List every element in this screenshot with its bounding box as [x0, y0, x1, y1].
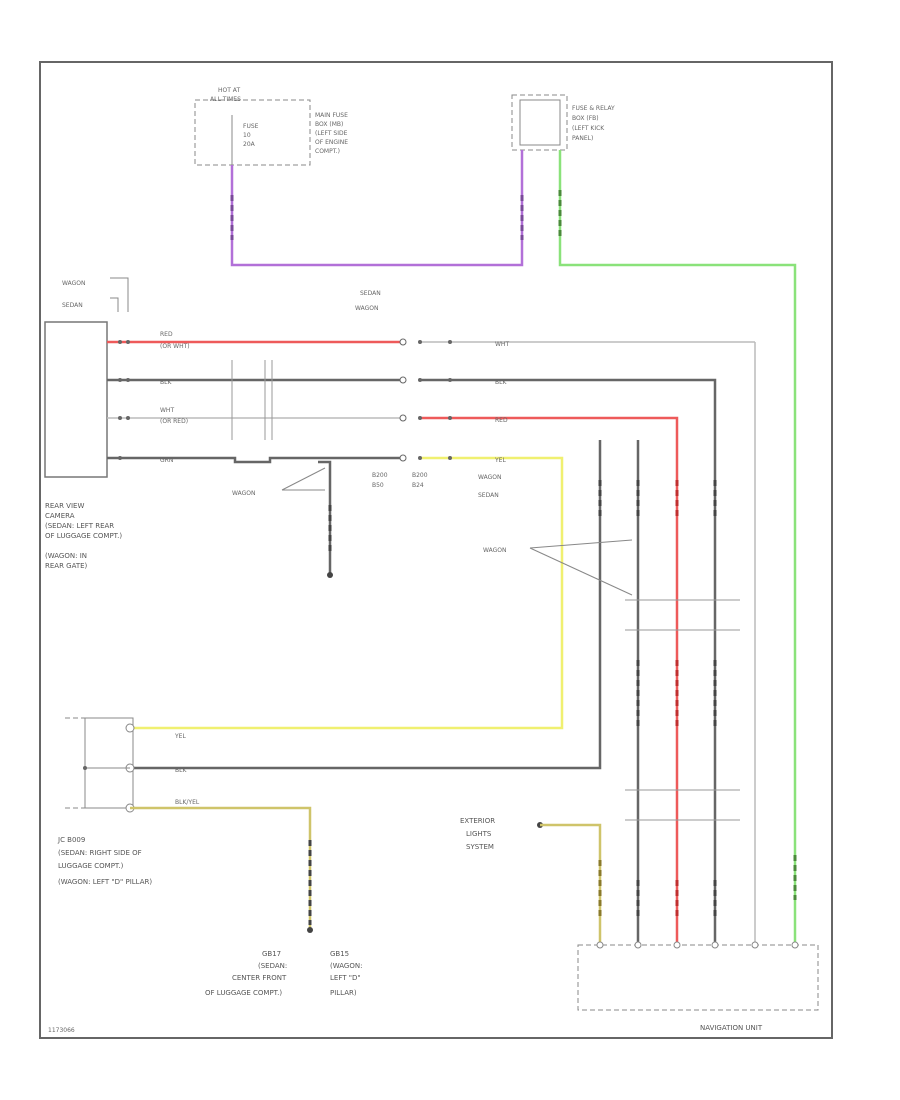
label-blk2: BLK	[175, 767, 187, 774]
camera-label-5: (WAGON: IN	[45, 552, 87, 560]
label-main-fuse-2: BOX (MB)	[315, 121, 343, 128]
jc-label-4: (WAGON: LEFT "D" PILLAR)	[58, 878, 152, 886]
label-wagon-mid: WAGON	[232, 490, 255, 497]
label-wht-r: WHT	[495, 341, 509, 348]
label-blk: BLK	[160, 379, 172, 386]
label-main-fuse-3: (LEFT SIDE	[315, 130, 348, 137]
g2-label-2: (WAGON:	[330, 962, 362, 970]
nav-pins	[596, 941, 799, 949]
label-red: RED	[160, 331, 173, 338]
label-blk-yel: BLK/YEL	[175, 799, 200, 806]
ext-label-1: EXTERIOR	[460, 817, 495, 825]
jc-label-2: (SEDAN: RIGHT SIDE OF	[58, 849, 142, 857]
label-yel-r: YEL	[494, 457, 506, 464]
g1-label-4: OF LUGGAGE COMPT.)	[205, 989, 282, 997]
label-conn-4: B24	[412, 482, 424, 489]
diagram-border	[39, 61, 833, 1039]
g1-label-3: CENTER FRONT	[232, 974, 287, 982]
main-fuse-box	[194, 99, 311, 166]
ext-label-2: LIGHTS	[466, 830, 492, 838]
label-relay-2: BOX (FB)	[572, 115, 599, 122]
connector-markers	[118, 338, 452, 462]
rear-view-camera-box	[44, 321, 108, 478]
ext-label-3: SYSTEM	[466, 843, 494, 851]
camera-label-1: REAR VIEW	[45, 502, 84, 510]
label-main-fuse-4: OF ENGINE	[315, 139, 348, 146]
wire-blk-yel	[130, 806, 312, 930]
diagram-code: 1173066	[48, 1027, 75, 1034]
label-sedan-1: SEDAN	[62, 302, 83, 309]
wire-yel	[130, 456, 564, 730]
label-sedan-2: SEDAN	[360, 290, 381, 297]
label-all-times: ALL TIMES	[210, 96, 241, 103]
label-wht: WHT	[160, 407, 174, 414]
label-main-fuse-1: MAIN FUSE	[315, 112, 348, 119]
label-fuse: FUSE	[243, 123, 259, 130]
wire-grn-left	[107, 456, 400, 464]
camera-label-6: REAR GATE)	[45, 562, 88, 570]
label-conn-2: B200	[412, 472, 428, 479]
label-sedan-r: SEDAN	[478, 492, 499, 499]
wire-green	[558, 150, 797, 945]
label-blk-r: BLK	[495, 379, 507, 386]
label-wagon-r: WAGON	[478, 474, 501, 481]
label-fuse-amp: 20A	[243, 141, 256, 148]
label-relay-1: FUSE & RELAY	[572, 105, 615, 112]
wire-blk-right	[420, 378, 717, 945]
wire-red-right	[420, 416, 679, 945]
label-red-r: RED	[495, 417, 508, 424]
label-conn-1: B200	[372, 472, 388, 479]
label-red-sub: (OR WHT)	[160, 343, 190, 350]
g1-label: GB17	[262, 950, 281, 958]
wire-blk-jc	[130, 440, 602, 770]
label-relay-3: (LEFT KICK	[572, 125, 605, 132]
label-fuse-num: 10	[243, 132, 251, 139]
label-relay-4: PANEL)	[572, 135, 593, 142]
wire-olive	[540, 823, 602, 945]
label-yel: YEL	[174, 733, 186, 740]
relay-box	[511, 94, 568, 151]
label-main-fuse-5: COMPT.)	[315, 148, 340, 155]
camera-label-3: (SEDAN: LEFT REAR	[45, 522, 114, 530]
g1-label-2: (SEDAN:	[258, 962, 287, 970]
label-grn: GRN	[160, 457, 173, 464]
label-wht-sub: (OR RED)	[160, 418, 188, 425]
navigation-unit-box	[577, 944, 819, 1011]
label-conn-3: B50	[372, 482, 384, 489]
label-wagon-1: WAGON	[62, 280, 85, 287]
jc-label-1: JC B009	[57, 836, 85, 844]
label-hot-at: HOT AT	[218, 87, 240, 94]
g2-label: GB15	[330, 950, 349, 958]
jc-box	[84, 717, 134, 809]
nav-label: NAVIGATION UNIT	[700, 1024, 763, 1032]
g2-label-3: LEFT "D"	[330, 974, 361, 982]
label-wagon-splice: WAGON	[483, 547, 506, 554]
g2-label-4: PILLAR)	[330, 989, 357, 997]
camera-label-2: CAMERA	[45, 512, 75, 520]
camera-label-4: OF LUGGAGE COMPT.)	[45, 532, 122, 540]
label-wagon-2: WAGON	[355, 305, 378, 312]
wire-purple	[230, 150, 524, 267]
jc-label-3: LUGGAGE COMPT.)	[58, 862, 124, 870]
